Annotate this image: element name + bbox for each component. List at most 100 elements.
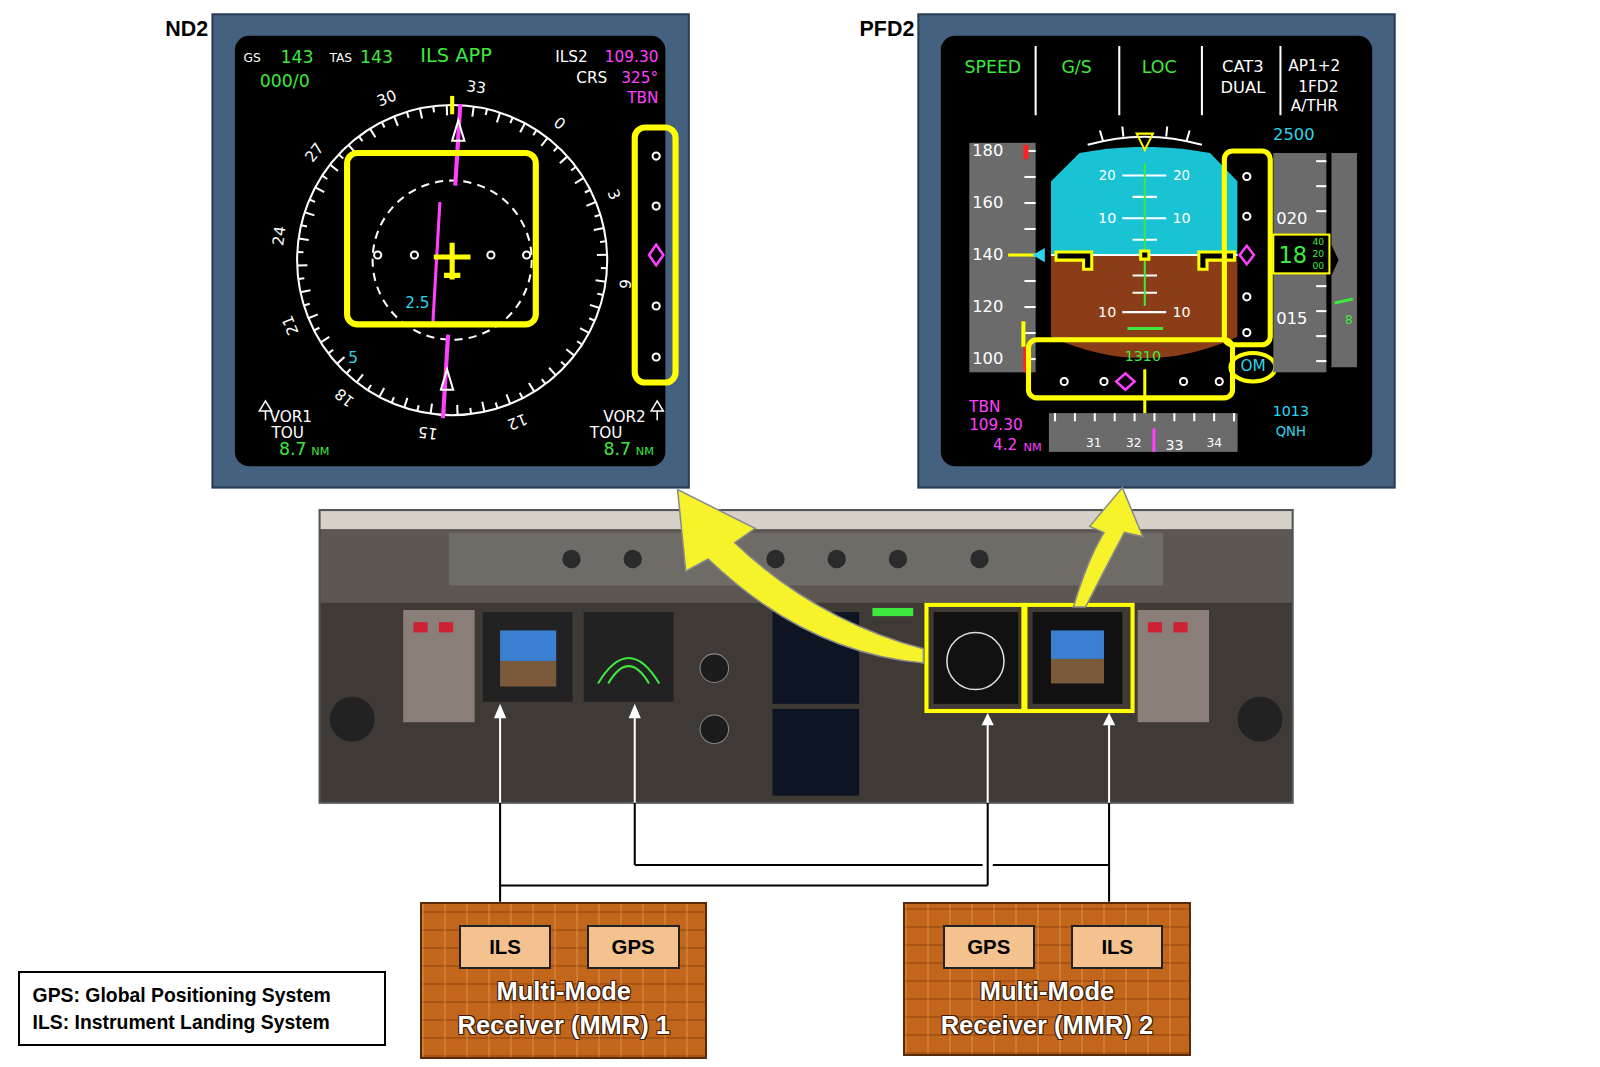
cockpit-photo <box>889 550 907 568</box>
pfd-readout: 1310 <box>1125 349 1161 363</box>
pfd-readout: DUAL <box>1220 80 1265 96</box>
nd-readout: ILS APP <box>420 46 492 65</box>
pfd-readout: 1FD2 <box>1298 80 1338 95</box>
pfd-screen <box>1243 173 1250 180</box>
nd-readout: VOR2 <box>603 411 646 426</box>
compass-tick <box>404 398 407 408</box>
cockpit-photo <box>772 709 859 796</box>
nd-readout: NM <box>311 446 329 457</box>
compass-tick <box>566 349 574 355</box>
nd-screen <box>653 202 660 209</box>
nd-screen <box>374 251 381 258</box>
cockpit-photo <box>413 622 427 632</box>
compass-tick <box>304 304 310 306</box>
nd-screen <box>212 14 688 487</box>
compass-tick <box>589 318 595 320</box>
compass-tick <box>368 385 371 390</box>
altitude-tick <box>1316 185 1326 187</box>
nd-screen <box>487 251 494 258</box>
speed-tick <box>1024 280 1035 282</box>
speed-tick <box>1024 176 1035 178</box>
nd-screen <box>235 36 665 466</box>
compass-tick <box>446 105 448 115</box>
abbreviation-box: GPS: Global Positioning SystemILS: Instr… <box>18 971 385 1045</box>
compass-tick <box>586 202 595 206</box>
nd-screen <box>411 251 418 258</box>
pfd-screen <box>1216 378 1223 385</box>
pfd-screen <box>1144 163 1146 306</box>
heading-tick <box>1193 413 1195 421</box>
nd-readout: VOR1 <box>270 411 313 426</box>
cockpit-photo <box>500 661 556 687</box>
nd-screen <box>649 245 663 265</box>
pfd-readout: SPEED <box>964 60 1021 77</box>
pfd-readout: 20 <box>1313 249 1325 258</box>
heading-tick <box>1114 413 1116 421</box>
compass-tick <box>309 200 315 202</box>
nd-screen <box>653 353 660 360</box>
compass-tick <box>496 403 498 409</box>
nd-readout: ILS2 <box>555 51 587 66</box>
heading-tick <box>1173 413 1175 421</box>
compass-tick <box>314 328 319 331</box>
board-title: Multi-Mode Receiver (MMR) 1 <box>453 975 675 1041</box>
screen-title: ND2 <box>165 18 208 42</box>
cockpit-photo <box>934 612 1019 704</box>
compass-tick <box>520 393 523 398</box>
cockpit-photo <box>700 654 729 683</box>
compass-tick <box>346 369 350 373</box>
speed-tick <box>1024 306 1035 308</box>
heading-tick <box>1213 413 1215 421</box>
nd-readout: 8.7 <box>604 441 632 458</box>
compass-tick <box>533 130 536 135</box>
pfd-screen <box>969 143 1035 373</box>
heading-tick <box>1054 413 1056 421</box>
pfd-readout: 00 <box>1313 262 1325 271</box>
cockpit-photo <box>1173 622 1187 632</box>
pfd-readout: 020 <box>1276 211 1307 227</box>
compass-tick <box>370 129 375 138</box>
compass-tick <box>382 122 385 127</box>
cockpit-photo <box>828 550 846 568</box>
pfd-readout: 10 <box>1173 211 1191 225</box>
compass-tick <box>600 240 606 243</box>
compass-tick <box>330 165 338 171</box>
pfd-screen <box>1243 293 1250 300</box>
pfd-readout: G/S <box>1061 60 1091 77</box>
pfd-screen <box>1331 153 1357 367</box>
pfd-screen <box>1033 248 1045 262</box>
pfd-readout: 2500 <box>1273 127 1315 143</box>
compass-tick <box>506 394 510 403</box>
compass-tick <box>322 176 327 179</box>
callout-arrow <box>678 490 924 663</box>
nd-readout: TAS <box>329 52 352 64</box>
cockpit-photo <box>970 550 988 568</box>
altitude-tick <box>1316 160 1326 162</box>
compass-tick <box>379 388 384 397</box>
pfd-screen <box>1008 253 1036 256</box>
nd-screen <box>651 401 663 420</box>
compass-tick <box>315 187 324 192</box>
nd-readout: 33 <box>465 79 486 97</box>
speed-tick <box>1024 228 1035 230</box>
compass-tick <box>520 123 525 132</box>
legend-line: ILS: Instrument Landing System <box>33 1009 372 1035</box>
pfd-readout: 32 <box>1126 437 1142 449</box>
pfd-readout: 34 <box>1206 437 1222 449</box>
nd-screen <box>297 105 607 415</box>
nd-readout: GS <box>243 52 260 64</box>
module-name: GPS <box>612 936 655 959</box>
receiver-module: ILS <box>459 925 551 969</box>
screen-title: PFD2 <box>860 18 915 42</box>
compass-tick <box>394 116 398 125</box>
pfd-screen <box>1180 378 1187 385</box>
nd-readout: 21 <box>280 313 301 337</box>
receiver-module: GPS <box>587 925 680 969</box>
nd-screen <box>433 202 440 324</box>
pfd-readout: 120 <box>972 299 1003 315</box>
compass-tick <box>571 167 576 171</box>
compass-tick <box>469 408 472 414</box>
compass-tick <box>549 368 556 376</box>
compass-tick <box>510 117 512 123</box>
compass-tick <box>554 147 558 151</box>
